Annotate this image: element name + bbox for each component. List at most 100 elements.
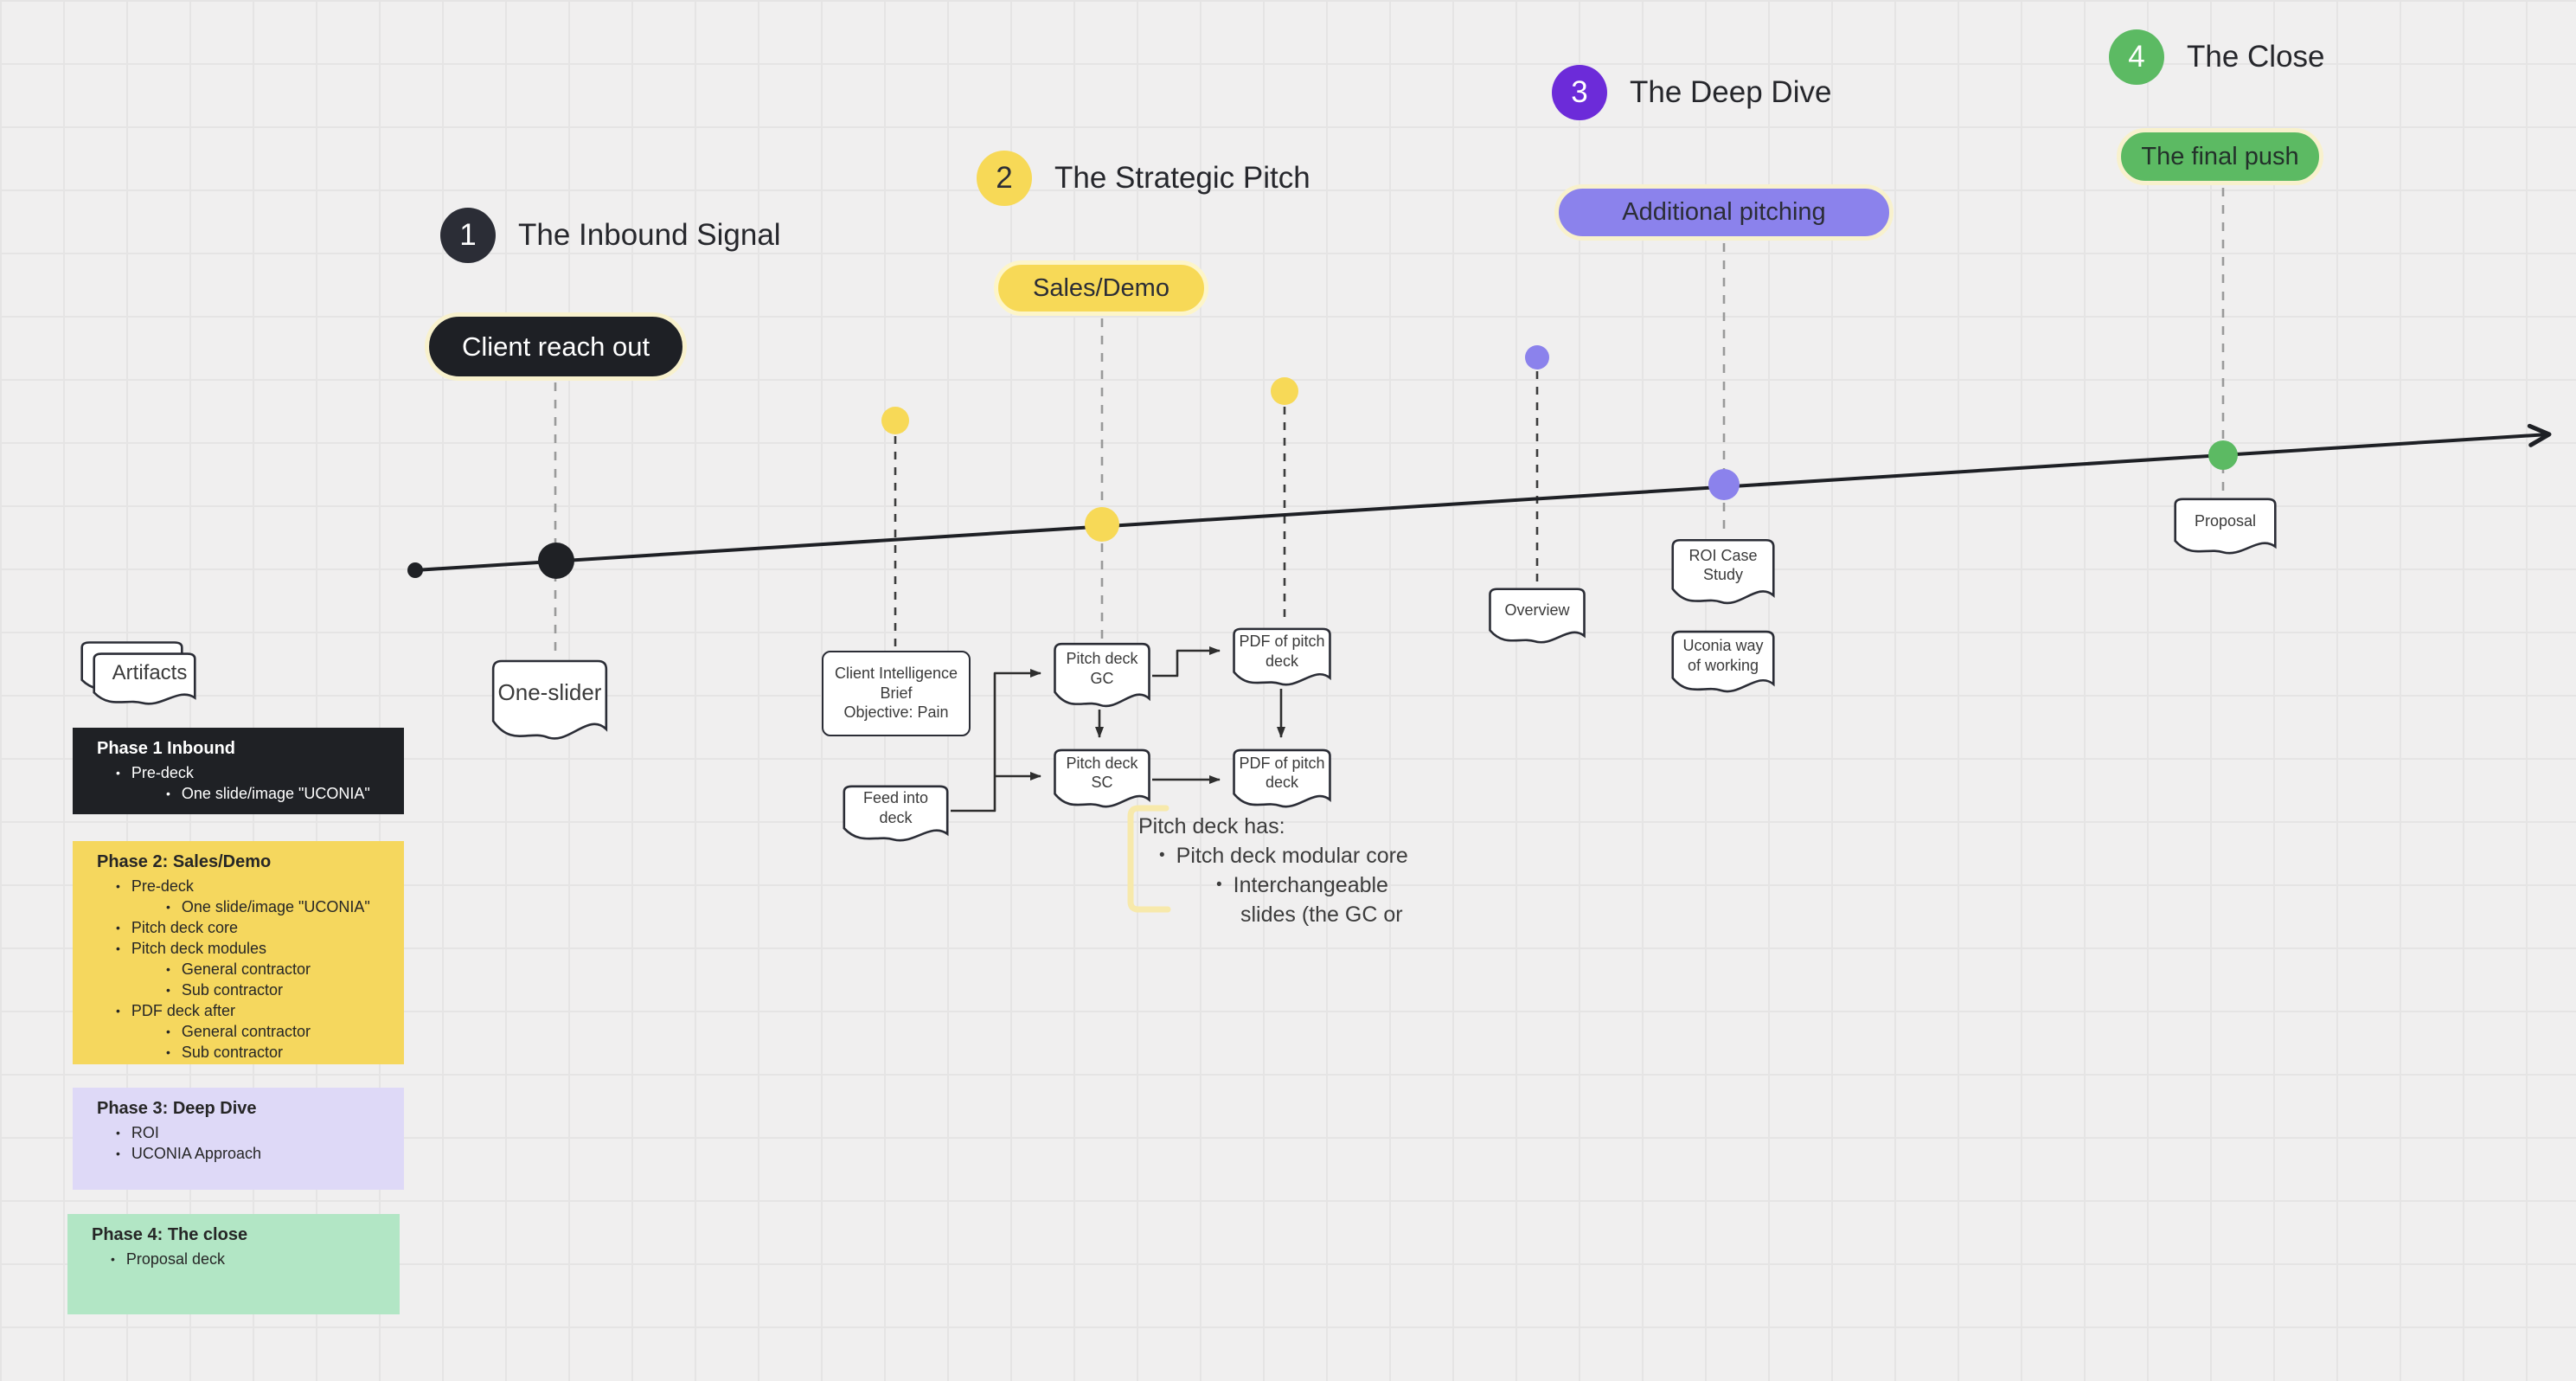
phase-number-badge[interactable]: 2 — [977, 151, 1032, 206]
phase-number-badge[interactable]: 1 — [440, 208, 496, 263]
artifacts-legend[interactable]: Artifacts — [79, 640, 198, 706]
bullet-text: Pre-deck — [131, 877, 194, 895]
bullet-text: One slide/image "UCONIA" — [181, 785, 370, 802]
doc-roi-case-study[interactable]: ROI Case Study — [1669, 537, 1777, 605]
pill-client-reach-out[interactable]: Client reach out — [425, 312, 687, 381]
bullet-item: • Sub contractor — [166, 1042, 388, 1063]
phase4-summary-box[interactable]: Phase 4: The close • Proposal deck — [67, 1214, 400, 1314]
highlight-bracket[interactable] — [1127, 805, 1171, 913]
bullet-item: • Proposal deck — [111, 1249, 384, 1269]
bullet-dot: • — [1159, 846, 1165, 864]
doc-label: Uconia way of working — [1682, 637, 1764, 674]
doc-label: One-slider — [497, 678, 602, 705]
bullet-item: •Pre-deck — [116, 876, 388, 896]
doc-label: Feed into deck — [862, 789, 929, 826]
doc-pitch-deck-sc[interactable]: Pitch deck SC — [1052, 748, 1152, 808]
phase1-summary-box[interactable]: Phase 1 Inbound •Pre-deck•One slide/imag… — [73, 728, 404, 814]
bullet-text: General contractor — [181, 1023, 311, 1040]
doc-uconia-way-of-working[interactable]: Uconia way of working — [1669, 629, 1777, 693]
doc-overview[interactable]: Overview — [1487, 587, 1587, 644]
phase-title[interactable]: The Close — [2187, 40, 2325, 74]
document-shape-icon — [841, 784, 951, 842]
bullet-text: Pitch deck modules — [131, 940, 266, 957]
document-shape-icon — [1231, 626, 1333, 686]
milestone-dot-phase2[interactable] — [1085, 507, 1119, 542]
float-dot-yellow-2[interactable] — [1271, 377, 1298, 405]
bullet-text: Interchangeable — [1233, 873, 1388, 897]
doc-label: Artifacts — [112, 661, 188, 684]
annotation-bullet-list: • Pitch deck modular core • Interchangeable… — [1138, 841, 1450, 929]
bullet-text: Proposal deck — [125, 1250, 225, 1268]
bullet-item: • One slide/image "UCONIA" — [166, 783, 388, 804]
bullet-text: slides (the GC or — [1240, 902, 1403, 927]
doc-proposal[interactable]: Proposal — [2172, 497, 2278, 555]
bullet-text: UCONIA Approach — [131, 1145, 261, 1162]
bullet-text: Sub contractor — [181, 1044, 283, 1061]
document-shape-icon — [1487, 587, 1587, 644]
bullet-dot: • — [111, 1252, 115, 1266]
timeline-start-dot[interactable] — [407, 562, 423, 578]
bullet-dot: • — [1216, 876, 1222, 894]
phase-header-2: 2 The Strategic Pitch — [977, 151, 1310, 206]
doc-pdf-of-pitch-deck-bottom[interactable]: PDF of pitch deck — [1231, 748, 1333, 808]
float-dot-yellow-1[interactable] — [881, 407, 909, 434]
float-dot-purple[interactable] — [1525, 345, 1549, 369]
phase-box-title: Phase 4: The close — [92, 1225, 248, 1244]
doc-pitch-deck-gc[interactable]: Pitch deck GC — [1052, 641, 1152, 708]
bullet-item: •Pitch deck core — [116, 917, 388, 938]
pill-the-final-push[interactable]: The final push — [2117, 128, 2323, 185]
bullet-text: ROI — [131, 1124, 159, 1141]
connector-gc-to-pdf-top[interactable] — [1152, 646, 1221, 678]
milestone-dot-phase3[interactable] — [1708, 469, 1740, 500]
phase-box-bullet-list: • Pre-deck • One slide/image "UCONIA" — [97, 762, 388, 804]
timeline-arrow[interactable] — [414, 423, 2552, 572]
bullet-text: General contractor — [181, 960, 311, 978]
phase-box-title: Phase 3: Deep Dive — [97, 1099, 257, 1118]
pitch-deck-annotation[interactable]: Pitch deck has: •Pitch deck modular core… — [1138, 812, 1450, 929]
bullet-text: PDF deck after — [131, 1002, 235, 1019]
bullet-dot: • — [166, 983, 170, 997]
bullet-item: • Interchangeable — [1216, 870, 1450, 900]
bullet-item: • PDF deck after — [116, 1000, 388, 1021]
bullet-dot: • — [116, 1126, 120, 1140]
doc-pdf-of-pitch-deck-top[interactable]: PDF of pitch deck — [1231, 626, 1333, 686]
bullet-item: •One slide/image "UCONIA" — [166, 896, 388, 917]
pill-sales-demo[interactable]: Sales/Demo — [994, 260, 1208, 316]
phase-header-3: 3 The Deep Dive — [1552, 65, 1831, 120]
phase-number-badge[interactable]: 4 — [2109, 29, 2164, 85]
doc-label: Proposal — [2194, 511, 2257, 530]
phase-box-title: Phase 2: Sales/Demo — [97, 852, 272, 871]
phase-header-1: 1 The Inbound Signal — [440, 208, 781, 263]
phase-title[interactable]: The Inbound Signal — [518, 218, 781, 252]
document-shape-icon — [1669, 629, 1777, 693]
document-shape-icon — [1052, 748, 1152, 808]
document-shape-icon — [91, 652, 198, 705]
client-intelligence-brief-box[interactable]: Client Intelligence Brief Objective: Pai… — [822, 651, 971, 736]
connector-feed-to-gc[interactable] — [951, 669, 1041, 813]
bullet-text: Pre-deck — [131, 764, 194, 781]
phase-number-badge[interactable]: 3 — [1552, 65, 1607, 120]
phase-box-bullet-list: •ROI•UCONIA Approach — [97, 1122, 388, 1164]
pill-additional-pitching[interactable]: Additional pitching — [1554, 184, 1894, 241]
bullet-dot: • — [116, 1004, 120, 1018]
bullet-dot: • — [116, 921, 120, 935]
phase3-summary-box[interactable]: Phase 3: Deep Dive •ROI•UCONIA Approach — [73, 1088, 404, 1190]
phase-title[interactable]: The Strategic Pitch — [1054, 161, 1310, 195]
bullet-item: •General contractor — [166, 959, 388, 980]
phase2-summary-box[interactable]: Phase 2: Sales/Demo •Pre-deck•One slide/… — [73, 841, 404, 1064]
bullet-dot: • — [166, 787, 170, 800]
milestone-dot-phase1[interactable] — [538, 543, 574, 579]
bullet-text: Sub contractor — [181, 981, 283, 999]
phase-title[interactable]: The Deep Dive — [1630, 75, 1832, 109]
doc-feed-into-deck[interactable]: Feed into deck — [841, 784, 951, 842]
doc-label: PDF of pitch deck — [1239, 754, 1325, 792]
document-shape-icon — [1231, 748, 1333, 808]
doc-label: Pitch deck GC — [1066, 650, 1138, 687]
milestone-dot-phase4[interactable] — [2208, 440, 2238, 470]
doc-one-slider[interactable]: One-slider — [490, 658, 610, 741]
bullet-dot: • — [166, 1045, 170, 1059]
bullet-text: Pitch deck modular core — [1176, 844, 1408, 868]
phase-box-bullet-list: • Proposal deck — [92, 1249, 384, 1269]
